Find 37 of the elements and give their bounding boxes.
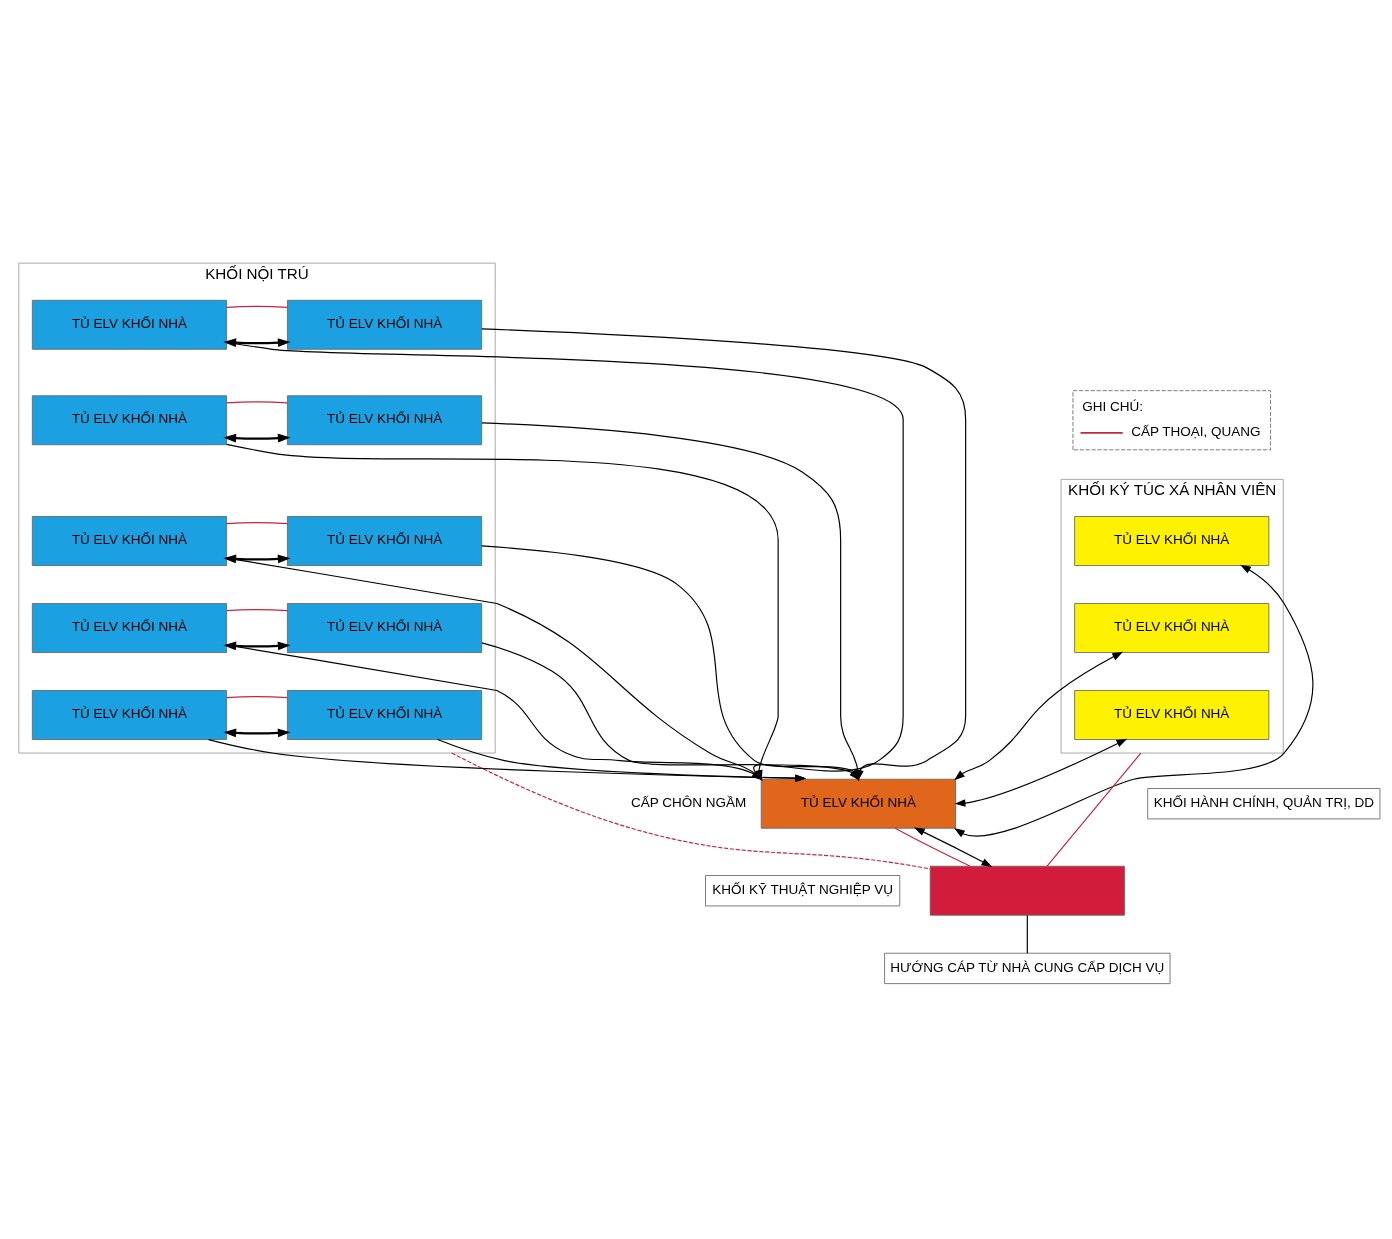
connector (226, 400, 288, 403)
arrow (223, 433, 291, 443)
legend-label: CẤP THOẠI, QUANG (1131, 423, 1261, 439)
connector (226, 608, 288, 611)
connector (226, 305, 288, 308)
arrow (954, 651, 1124, 780)
connector (451, 751, 931, 869)
node-box: TỦ ELV KHỐI NHÀ (760, 778, 956, 829)
arrow (954, 738, 1128, 807)
node-box: TỦ ELV KHỐI NHÀ (286, 515, 483, 566)
label: GHI CHÚ: (1082, 398, 1143, 414)
node-box: TỦ ELV KHỐI NHÀ (1074, 515, 1270, 566)
node-box: TỦ ELV KHỐI NHÀ (286, 299, 483, 350)
node-box: TỦ ELV KHỐI NHÀ (1074, 602, 1270, 653)
node-box: HƯỚNG CÁP TỪ NHÀ CUNG CẤP DỊCH VỤ (884, 952, 1171, 984)
node-box: KHỐI KỸ THUẬT NGHIỆP VỤ (705, 874, 901, 906)
connector (1046, 751, 1142, 867)
node-box: KHỐI HÀNH CHÍNH, QUẢN TRỊ, DD (1147, 787, 1381, 819)
connector (1026, 914, 1028, 954)
edge-label: CẤP CHÔN NGẦM (630, 794, 747, 810)
node-box: TỦ ELV KHỐI NHÀ (31, 515, 227, 566)
node-box: TỦ ELV KHỐI NHÀ (286, 394, 483, 445)
connector (226, 695, 288, 698)
node-box: TỦ ELV KHỐI NHÀ (286, 689, 483, 740)
node-box: TỦ ELV KHỐI NHÀ (31, 602, 227, 653)
node-box (929, 865, 1125, 916)
node-box: TỦ ELV KHỐI NHÀ (1074, 689, 1270, 740)
node-box: TỦ ELV KHỐI NHÀ (286, 602, 483, 653)
arrow (954, 564, 1314, 837)
arrow (223, 337, 291, 347)
node-box: TỦ ELV KHỐI NHÀ (31, 299, 227, 350)
arrow (913, 826, 993, 867)
connector (226, 521, 288, 524)
connector (894, 827, 971, 867)
node-box: TỦ ELV KHỐI NHÀ (31, 394, 227, 445)
node-box: TỦ ELV KHỐI NHÀ (31, 689, 227, 740)
arrow (223, 727, 291, 737)
